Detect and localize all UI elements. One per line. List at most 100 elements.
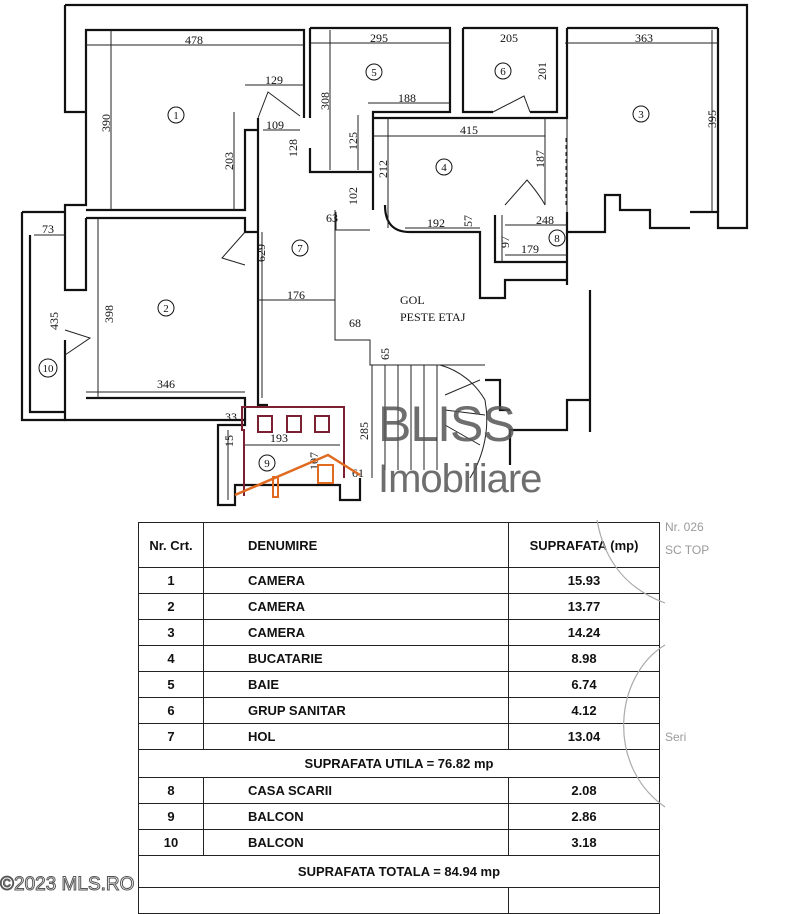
- cell-area: 4.12: [508, 697, 660, 724]
- table-header: Nr. Crt. DENUMIRE SUPRAFATA (mp): [138, 522, 660, 568]
- stamp-seal-icon: [596, 519, 666, 808]
- dimension-label: 128: [286, 139, 300, 157]
- dimension-label: 63: [326, 211, 338, 225]
- dimension-label: 102: [346, 187, 360, 205]
- spiral-stair: [371, 364, 510, 479]
- cell-nr: 4: [138, 645, 204, 672]
- cell-area: 2.86: [508, 803, 660, 830]
- svg-text:6: 6: [500, 66, 506, 78]
- svg-text:3: 3: [638, 109, 644, 121]
- dimension-label: 415: [460, 123, 478, 137]
- dimension-label: 478: [185, 33, 203, 47]
- cell-name: BUCATARIE: [203, 645, 509, 672]
- empty-cell: [138, 887, 509, 914]
- room-1-walls: [86, 118, 268, 420]
- dimension-lines: [34, 30, 718, 398]
- cell-nr: 10: [138, 829, 204, 856]
- dimension-label: 193: [270, 431, 288, 445]
- cell-nr: 9: [138, 803, 204, 830]
- subtotal-row: SUPRAFATA UTILA = 76.82 mp: [138, 749, 660, 778]
- cell-area: 15.93: [508, 567, 660, 594]
- dimension-label: 73: [42, 222, 54, 236]
- cell-name: BAIE: [203, 671, 509, 698]
- dimension-label: 308: [318, 92, 332, 110]
- stamp-text: Nr. 026: [665, 520, 704, 534]
- dimension-label: 125: [346, 132, 360, 150]
- dimension-label: 179: [521, 242, 539, 256]
- floor-plan: 1 2 3 4 5 6 7 8 9 10 GOL PESTE ETAJ 478 …: [20, 3, 749, 507]
- watermark-imobiliare: Imobiliare: [378, 457, 542, 501]
- room-number-5: 5: [365, 63, 383, 81]
- cell-name: CAMERA: [203, 567, 509, 594]
- total-row: SUPRAFATA TOTALA = 84.94 mp: [138, 855, 660, 888]
- room-number-10: 10: [38, 358, 58, 378]
- dimension-label: 390: [99, 114, 113, 132]
- cell-area: 6.74: [508, 671, 660, 698]
- dimension-label: 57: [461, 215, 475, 227]
- room-number-4: 4: [435, 158, 453, 176]
- svg-text:2: 2: [163, 303, 169, 315]
- dimension-label: 398: [102, 305, 116, 323]
- dimension-label: 295: [370, 31, 388, 45]
- dimension-label: 176: [287, 288, 305, 302]
- dimension-label: 285: [357, 422, 371, 440]
- cell-nr: 3: [138, 619, 204, 646]
- dimension-label: 363: [635, 31, 653, 45]
- room-5-walls: [308, 26, 567, 300]
- door-room-6: [492, 95, 531, 113]
- door-room-2: [221, 231, 246, 266]
- stamp-text: Seri: [665, 730, 687, 744]
- dimension-label: 192: [427, 216, 445, 230]
- dimension-label: 68: [349, 316, 361, 330]
- total-area: SUPRAFATA TOTALA = 84.94 mp: [138, 855, 660, 888]
- svg-text:10: 10: [43, 363, 55, 375]
- cell-nr: 7: [138, 723, 204, 750]
- void-label: GOL: [400, 293, 425, 307]
- svg-text:4: 4: [441, 162, 447, 174]
- room-number-2: 2: [157, 299, 175, 317]
- outer-wall-right: [508, 26, 720, 465]
- cell-nr: 6: [138, 697, 204, 724]
- room-number-1: 1: [167, 106, 185, 124]
- cell-area: 8.98: [508, 645, 660, 672]
- cell-name: CASA SCARII: [203, 777, 509, 804]
- dimension-label: 201: [535, 62, 549, 80]
- door-room-1: [257, 91, 301, 119]
- room-number-9: 9: [258, 454, 276, 472]
- dimension-label: 346: [157, 377, 175, 391]
- cell-area: 13.04: [508, 723, 660, 750]
- balcony-10-outline: [20, 210, 65, 422]
- cell-area: 13.77: [508, 593, 660, 620]
- empty-cell: [508, 887, 660, 914]
- svg-text:9: 9: [264, 458, 270, 470]
- door-room-4: [504, 179, 546, 206]
- dimension-label: 248: [536, 213, 554, 227]
- dimension-label: 109: [266, 118, 284, 132]
- dimension-label: 212: [376, 160, 390, 178]
- cell-nr: 5: [138, 671, 204, 698]
- cell-nr: 1: [138, 567, 204, 594]
- cell-nr: 2: [138, 593, 204, 620]
- header-area: SUPRAFATA (mp): [508, 522, 660, 568]
- dimension-label: 435: [47, 312, 61, 330]
- room-number-6: 6: [494, 62, 512, 80]
- empty-row: [138, 887, 660, 914]
- dimension-label: 187: [533, 150, 547, 168]
- cell-name: HOL: [203, 723, 509, 750]
- dimension-label: 629: [254, 244, 268, 262]
- copyright-watermark: ©2023 MLS.RO: [0, 874, 135, 896]
- watermark-bliss: BLISS: [378, 396, 516, 452]
- svg-text:7: 7: [297, 243, 303, 255]
- dimension-label: 97: [498, 236, 512, 248]
- dimension-label: 203: [222, 152, 236, 170]
- cell-area: 3.18: [508, 829, 660, 856]
- cell-name: CAMERA: [203, 619, 509, 646]
